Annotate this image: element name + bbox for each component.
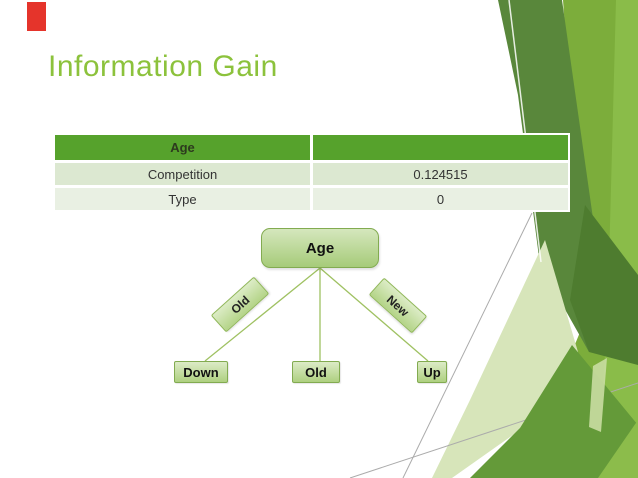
deco-pale-triangle	[432, 240, 578, 478]
table-header-attribute: Age	[55, 135, 310, 160]
leaf-node-old: Old	[292, 361, 340, 383]
deco-white-sliver	[508, 0, 542, 263]
deco-pale-sliver	[589, 358, 607, 432]
table-cell-attribute: Type	[55, 188, 310, 210]
table-header-value	[313, 135, 568, 160]
table-row: Type 0	[55, 188, 568, 210]
branch-line-left	[204, 267, 321, 362]
page-title: Information Gain	[48, 50, 278, 83]
info-gain-table: Age Competition 0.124515 Type 0	[53, 133, 570, 212]
hairline-steep	[402, 212, 533, 478]
red-marker	[27, 2, 46, 31]
table-cell-attribute: Competition	[55, 163, 310, 185]
tree-root-node: Age	[261, 228, 379, 268]
table-cell-value: 0	[313, 188, 568, 210]
leaf-node-down: Down	[174, 361, 228, 383]
table-row-header: Age	[55, 135, 568, 160]
leaf-node-up: Up	[417, 361, 447, 383]
table-row: Competition 0.124515	[55, 163, 568, 185]
deco-bottom-light	[598, 420, 638, 478]
deco-dark-overlap	[570, 205, 638, 365]
branch-line-right	[319, 267, 429, 362]
table-cell-value: 0.124515	[313, 163, 568, 185]
